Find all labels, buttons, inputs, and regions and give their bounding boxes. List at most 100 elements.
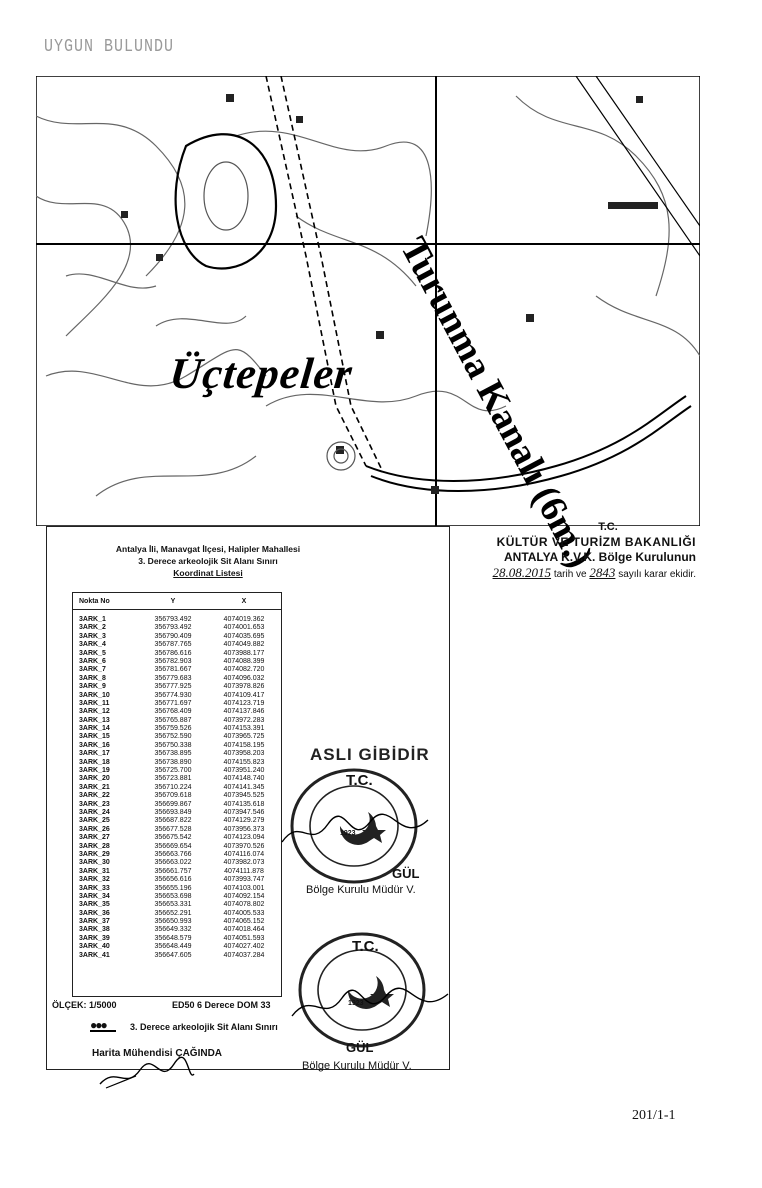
row-x: 4073945.525: [223, 792, 265, 800]
row-y: 356793.492: [154, 624, 192, 632]
col-y: Y: [170, 597, 176, 605]
row-nokta: 3ARK_9: [79, 683, 106, 691]
decision-date: 28.08.2015: [492, 565, 552, 580]
preparer-signature: Harita Mühendisi ÇAĞINDA: [92, 1048, 223, 1059]
row-nokta: 3ARK_37: [79, 918, 110, 926]
legend-dots-symbol: ●●●: [90, 1018, 108, 1032]
official-2-signature: [291, 987, 449, 1017]
row-x: 4074018.464: [223, 926, 265, 934]
row-x: 4074141.345: [223, 783, 265, 791]
table-row: 3ARK_41 356647.605 4074037.284: [73, 952, 281, 960]
row-x: 4074037.284: [223, 951, 265, 959]
ministry-name: KÜLTÜR VE TURİZM BAKANLIĞI: [496, 535, 696, 549]
row-y: 356699.867: [154, 800, 192, 808]
approval-stamp: UYGUN BULUNDU: [44, 35, 175, 58]
official-2-name: GÜL: [346, 1040, 374, 1055]
official-1-signature: [281, 813, 429, 843]
page-number: 201/1-1: [632, 1108, 676, 1123]
row-x: 4074123.719: [223, 699, 265, 707]
certification-stamp: ASLI GİBİDİR: [310, 745, 430, 764]
row-nokta: 3ARK_4: [79, 641, 106, 649]
row-x: 4074137.846: [223, 708, 265, 716]
decision-mid: tarih ve: [553, 569, 587, 580]
row-y: 356790.409: [154, 632, 192, 640]
legend-line-symbol: [90, 1030, 116, 1032]
row-nokta: 3ARK_8: [79, 674, 106, 682]
row-y: 356710.224: [154, 783, 192, 791]
decision-tail: sayılı karar ekidir.: [618, 569, 696, 580]
row-nokta: 3ARK_21: [79, 783, 110, 791]
table-row: 3ARK_32 356656.616 4073993.747: [73, 876, 281, 884]
row-x: 4074019.362: [223, 616, 265, 623]
row-nokta: 3ARK_40: [79, 943, 110, 951]
row-y: 356653.331: [154, 901, 192, 909]
row-nokta: 3ARK_11: [79, 699, 110, 707]
row-y: 356650.993: [154, 918, 192, 926]
row-nokta: 3ARK_34: [79, 892, 110, 900]
row-x: 4073965.725: [223, 733, 265, 741]
row-x: 4073951.240: [223, 767, 265, 775]
row-nokta: 3ARK_36: [79, 909, 110, 917]
row-nokta: 3ARK_10: [79, 691, 110, 699]
row-nokta: 3ARK_5: [79, 649, 106, 657]
row-y: 356765.887: [154, 716, 192, 724]
row-y: 356793.492: [154, 616, 192, 623]
row-x: 4073982.073: [223, 859, 265, 867]
row-x: 4074082.720: [223, 666, 265, 674]
row-nokta: 3ARK_22: [79, 792, 110, 800]
row-y: 356750.338: [154, 741, 192, 749]
row-y: 356669.654: [154, 842, 192, 850]
row-y: 356687.822: [154, 817, 192, 825]
row-x: 4074035.695: [223, 632, 265, 640]
row-y: 356677.528: [154, 825, 192, 833]
row-nokta: 3ARK_41: [79, 951, 110, 959]
row-y: 356648.449: [154, 943, 192, 951]
row-y: 356725.700: [154, 767, 192, 775]
row-y: 356752.590: [154, 733, 192, 741]
row-x: 4074078.802: [223, 901, 265, 909]
row-nokta: 3ARK_35: [79, 901, 110, 909]
row-y: 356652.291: [154, 909, 192, 917]
row-y: 356759.526: [154, 725, 192, 733]
row-x: 4074051.593: [223, 934, 265, 942]
row-nokta: 3ARK_30: [79, 859, 110, 867]
row-y: 356782.903: [154, 657, 192, 665]
row-y: 356647.605: [154, 951, 192, 959]
row-x: 4074135.618: [223, 800, 265, 808]
row-y: 356655.196: [154, 884, 192, 892]
row-x: 4073993.747: [223, 876, 265, 884]
map-datum: ED50 6 Derece DOM 33: [172, 1000, 271, 1010]
row-y: 356648.579: [154, 934, 192, 942]
legend-text: 3. Derece arkeolojik Sit Alanı Sınırı: [130, 1022, 278, 1032]
seal-2-tc: T.C.: [352, 938, 379, 955]
row-nokta: 3ARK_32: [79, 876, 110, 884]
row-nokta: 3ARK_29: [79, 850, 110, 858]
row-y: 356777.925: [154, 683, 192, 691]
row-x: 4074153.391: [223, 725, 265, 733]
seal-2-year: 1923: [348, 1000, 364, 1007]
row-y: 356656.616: [154, 876, 192, 884]
coordinate-sheet: [46, 526, 450, 1070]
row-y: 356663.766: [154, 850, 192, 858]
map-scale: ÖLÇEK: 1/5000: [52, 1000, 117, 1010]
